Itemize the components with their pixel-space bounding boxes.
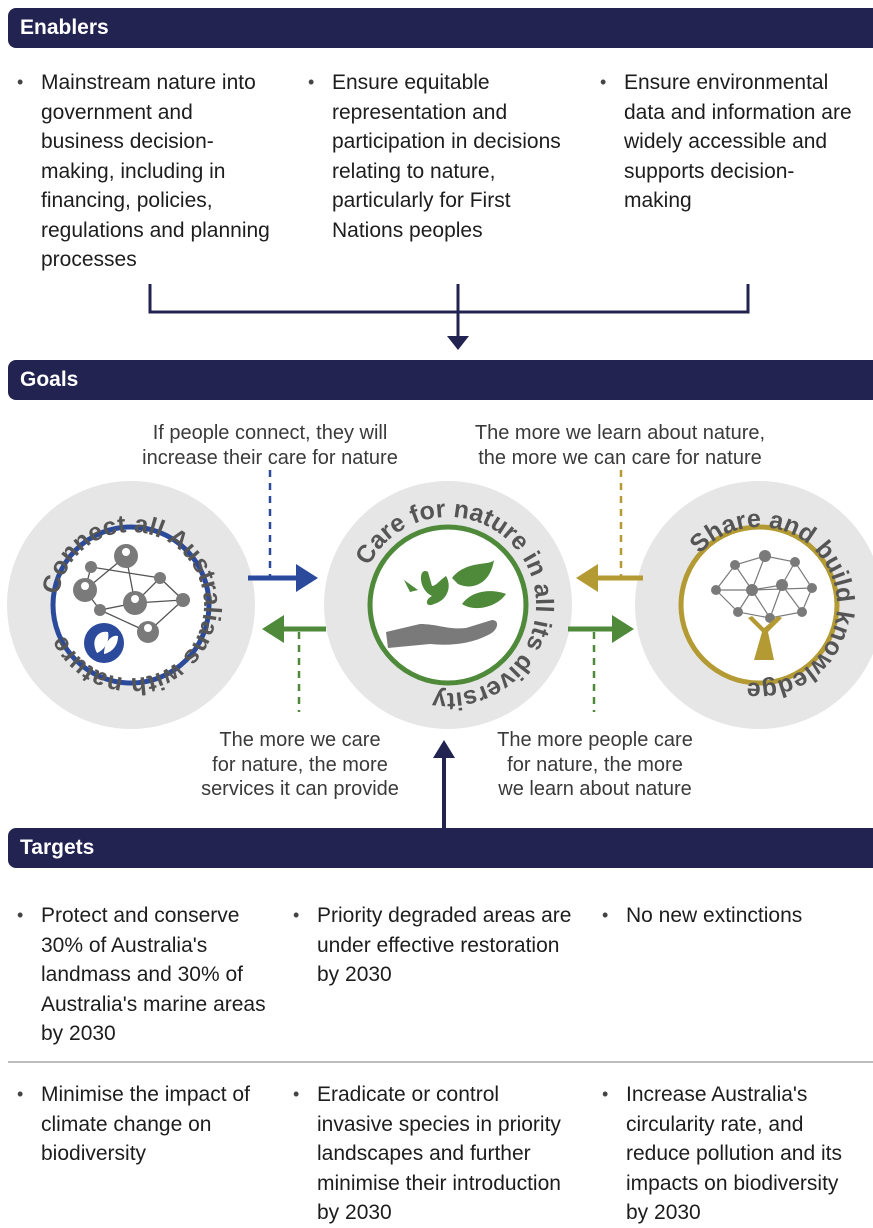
bullet: • — [293, 1084, 300, 1104]
goals-diagram: Connect all Australians with nature Care… — [7, 470, 873, 828]
target-item-1: • Protect and conserve 30% of Australia'… — [17, 901, 275, 1049]
bullet: • — [602, 905, 609, 925]
brain-network-icon — [711, 550, 817, 623]
enabler-item-1: • Mainstream nature into government and … — [17, 68, 279, 275]
bullet: • — [17, 1084, 24, 1104]
caption-line: The more people care — [497, 729, 693, 751]
enablers-connector — [148, 284, 750, 350]
target-text: Minimise the impact of climate change on… — [41, 1083, 250, 1165]
enabler-item-3: • Ensure environmental data and informat… — [600, 68, 862, 216]
target-item-6: • Increase Australia's circularity rate,… — [602, 1080, 864, 1228]
caption-line: increase their care for nature — [142, 446, 398, 469]
tree-trunk-icon — [748, 616, 782, 660]
bullet: • — [17, 72, 24, 92]
bullet: • — [600, 72, 607, 92]
caption-line: The more we care — [219, 729, 381, 751]
bullet: • — [602, 1084, 609, 1104]
caption-line: for nature, the more — [507, 753, 683, 776]
bracket-line — [148, 284, 750, 314]
bullet: • — [293, 905, 300, 925]
caption-connect-to-care: If people connect, they will increase th… — [120, 421, 420, 470]
target-item-3: • No new extinctions — [602, 901, 864, 931]
enabler-text: Ensure equitable representation and part… — [332, 71, 561, 242]
bullet: • — [308, 72, 315, 92]
caption-line: services it can provide — [201, 778, 399, 800]
up-arrow-icon — [433, 740, 455, 758]
enabler-text: Mainstream nature into government and bu… — [41, 71, 270, 271]
right-arrow-icon — [296, 564, 318, 592]
caption-line: the more we can care for nature — [478, 446, 762, 469]
left-arrow-icon — [576, 564, 598, 592]
targets-divider — [8, 1061, 873, 1063]
birds-leaves-icon — [404, 560, 506, 609]
target-text: Priority degraded areas are under effect… — [317, 904, 572, 986]
caption-line: The more we learn about nature, — [474, 422, 766, 444]
hand-icon — [386, 620, 498, 648]
people-network-icon — [73, 544, 190, 643]
right-arrow-icon — [612, 615, 634, 643]
caption-learn-to-care: The more we learn about nature, the more… — [450, 421, 790, 470]
down-arrow-icon — [447, 336, 469, 350]
caption-line: If people connect, they will — [152, 422, 388, 444]
target-text: Increase Australia's circularity rate, a… — [626, 1083, 842, 1224]
target-item-5: • Eradicate or control invasive species … — [293, 1080, 575, 1228]
caption-care-to-learn: The more people care for nature, the mor… — [470, 728, 720, 802]
care-ring — [367, 524, 529, 686]
enabler-text: Ensure environmental data and informatio… — [624, 71, 852, 212]
target-item-4: • Minimise the impact of climate change … — [17, 1080, 275, 1169]
targets-header: Targets — [8, 828, 873, 868]
caption-care-to-services: The more we care for nature, the more se… — [180, 728, 420, 802]
target-item-2: • Priority degraded areas are under effe… — [293, 901, 573, 990]
enablers-header: Enablers — [8, 8, 873, 48]
caption-line: we learn about nature — [498, 778, 692, 800]
target-text: Protect and conserve 30% of Australia's … — [41, 904, 266, 1045]
enabler-item-2: • Ensure equitable representation and pa… — [308, 68, 570, 245]
target-text: No new extinctions — [626, 904, 803, 927]
left-arrow-icon — [262, 615, 284, 643]
target-text: Eradicate or control invasive species in… — [317, 1083, 561, 1224]
bullet: • — [17, 905, 24, 925]
caption-line: for nature, the more — [212, 753, 388, 776]
goals-header: Goals — [8, 360, 873, 400]
